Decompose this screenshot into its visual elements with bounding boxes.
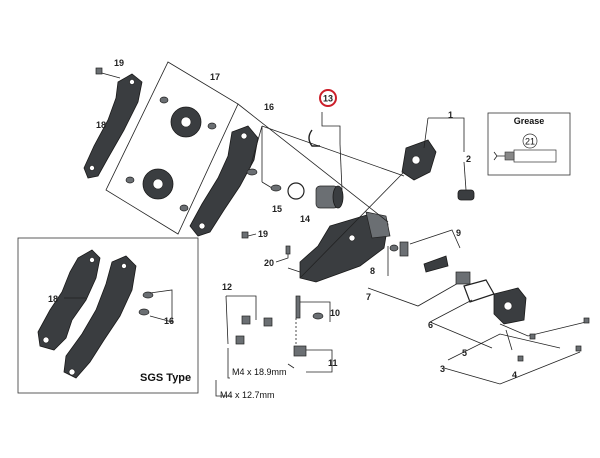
svg-text:19: 19 [258, 229, 268, 239]
svg-text:16: 16 [264, 102, 274, 112]
svg-text:3: 3 [440, 364, 445, 374]
bolt-label-m4-127: M4 x 12.7mm [220, 390, 275, 400]
callout-14: 14 [300, 214, 310, 224]
svg-text:10: 10 [330, 308, 340, 318]
svg-text:18: 18 [48, 294, 58, 304]
bolt-label-m4-189: M4 x 18.9mm [232, 367, 287, 377]
sgs-inner-plate [63, 255, 137, 379]
svg-text:15: 15 [272, 204, 282, 214]
grease-tube-icon [493, 149, 557, 163]
grease-number: 21 [525, 137, 535, 147]
sgs-inset: SGS Type [17, 237, 199, 394]
callout-13-highlighted: 13 [319, 89, 337, 107]
sgs-type-label: SGS Type [140, 372, 191, 384]
clutch-band [463, 279, 495, 303]
svg-text:17: 17 [210, 72, 220, 82]
axle-9 [399, 241, 449, 273]
clip-13 [308, 129, 320, 147]
callout-8: 8 [370, 266, 375, 276]
guide-pulley [170, 106, 202, 138]
tension-pulley [142, 168, 174, 200]
svg-text:7: 7 [366, 292, 371, 302]
grease-callout-circle [522, 133, 538, 149]
callout-18-sgs: 18 [48, 294, 58, 304]
outer-cage-plate [83, 73, 143, 179]
svg-text:13: 13 [323, 94, 333, 104]
svg-text:20: 20 [264, 258, 274, 268]
svg-text:5: 5 [462, 348, 467, 358]
callout-18: 18 [96, 120, 106, 130]
callout-17: 17 [210, 72, 220, 82]
callout-6: 6 [428, 320, 433, 330]
spring-15 [287, 182, 305, 200]
cylinder-14 [315, 185, 344, 209]
callout-10: 10 [330, 308, 340, 318]
svg-text:18: 18 [96, 120, 106, 130]
svg-text:19: 19 [114, 58, 124, 68]
callout-11: 11 [328, 358, 338, 368]
callout-5: 5 [462, 348, 467, 358]
grease-title: Grease [514, 116, 545, 126]
callout-19: 19 [114, 58, 124, 68]
svg-text:12: 12 [222, 282, 232, 292]
svg-text:2: 2 [466, 154, 471, 164]
svg-text:9: 9 [456, 228, 461, 238]
callout-1: 1 [448, 110, 453, 120]
callout-12: 12 [222, 282, 232, 292]
svg-text:16: 16 [164, 316, 174, 326]
clutch-housing [493, 287, 527, 325]
sgs-outer-plate [37, 249, 101, 351]
grease-box: Grease 21 [487, 112, 571, 176]
callout-16-sgs: 16 [164, 316, 174, 326]
callout-2: 2 [466, 154, 471, 164]
callout-15: 15 [272, 204, 282, 214]
callout-20: 20 [264, 258, 274, 268]
inner-cage-plate [189, 125, 259, 237]
svg-text:8: 8 [370, 266, 375, 276]
callout-19-lower: 19 [258, 229, 268, 239]
svg-text:4: 4 [512, 370, 517, 380]
svg-text:6: 6 [428, 320, 433, 330]
callout-4: 4 [512, 370, 517, 380]
pulley-cage-group [105, 61, 239, 235]
callout-9: 9 [456, 228, 461, 238]
callout-3: 3 [440, 364, 445, 374]
svg-text:11: 11 [328, 358, 338, 368]
svg-text:14: 14 [300, 214, 310, 224]
clutch-spring [455, 271, 471, 285]
callout-7: 7 [366, 292, 371, 302]
svg-text:1: 1 [448, 110, 453, 120]
callout-16: 16 [264, 102, 274, 112]
